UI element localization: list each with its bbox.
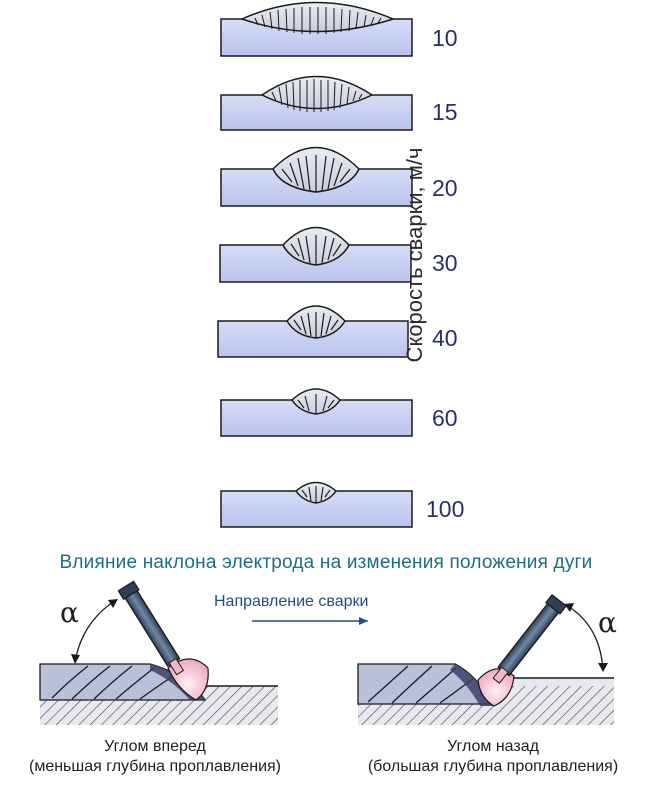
weld-section-30 [219, 226, 412, 283]
diagram-title: Влияние наклона электрода на изменения п… [59, 552, 593, 573]
backward-angle-caption-line1: Углом назад [447, 738, 539, 755]
direction-arrow [252, 617, 368, 625]
forward-angle-caption-line2: (меньшая глубина проплавления) [28, 758, 281, 775]
speed-label-15: 15 [432, 99, 458, 125]
forward-angle-caption-line1: Углом вперед [104, 738, 206, 755]
forward-angle-diagram [39, 580, 278, 725]
weld-section-40 [217, 305, 409, 358]
weld-section-20 [220, 146, 413, 207]
speed-label-100: 100 [426, 496, 465, 522]
weld-section-100 [220, 481, 413, 528]
speed-axis-title: Скорость сварки, м/ч [402, 147, 427, 363]
weld-section-15 [220, 75, 413, 131]
speed-label-10: 10 [432, 25, 458, 51]
speed-label-30: 30 [432, 250, 458, 276]
alpha-right-label: α [598, 606, 617, 639]
speed-label-60: 60 [432, 405, 458, 431]
speed-label-20: 20 [432, 175, 458, 201]
weld-section-10 [220, 1, 413, 57]
backward-angle-caption: Углом назад (большая глубина проплавлени… [334, 737, 652, 777]
forward-angle-caption: Углом вперед (меньшая глубина проплавлен… [0, 737, 310, 777]
alpha-left-label: α [60, 596, 79, 629]
backward-angle-caption-line2: (большая глубина проплавления) [367, 758, 619, 775]
direction-label: Направление сварки [214, 593, 369, 610]
weld-section-60 [220, 388, 413, 437]
speed-label-40: 40 [432, 325, 458, 351]
backward-angle-diagram [357, 593, 614, 725]
